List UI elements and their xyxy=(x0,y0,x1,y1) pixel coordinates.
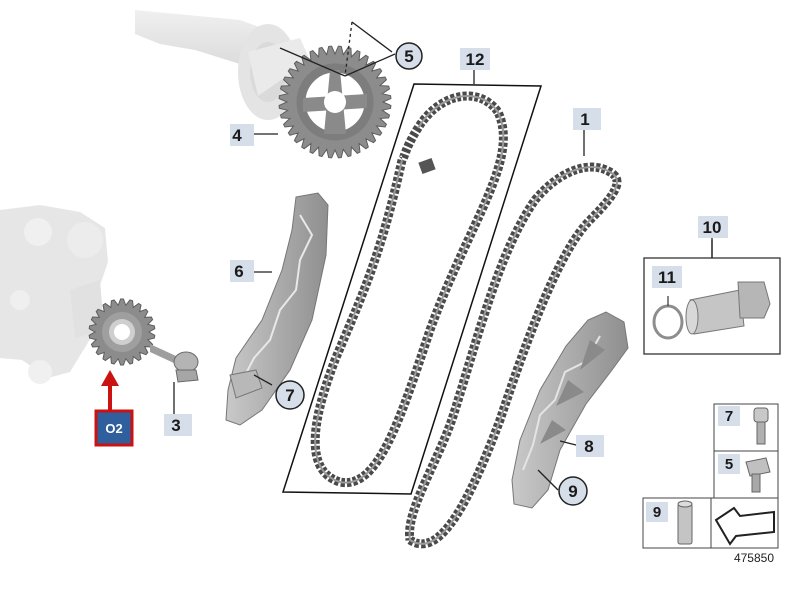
seal-ring-part-11 xyxy=(652,296,684,340)
callout-5[interactable]: 5 xyxy=(395,42,423,70)
callout-10-text: 10 xyxy=(703,218,722,237)
legend-label-7[interactable]: 7 xyxy=(718,406,740,426)
camshaft xyxy=(135,10,310,120)
highlight-tag[interactable]: O2 xyxy=(94,409,134,447)
chain-tensioner-part-10 xyxy=(685,281,771,335)
callout-8-text: 8 xyxy=(584,437,593,456)
legend-label-9[interactable]: 9 xyxy=(646,502,668,522)
legend-bolt-5 xyxy=(745,457,771,493)
camshaft-sprocket-part-4 xyxy=(278,45,392,159)
callout-7-text: 7 xyxy=(285,386,294,405)
leader-lines xyxy=(173,64,713,491)
callout-12-text: 12 xyxy=(466,50,485,69)
chain-kit-box-part-12 xyxy=(281,83,543,495)
callout-10[interactable]: 10 xyxy=(698,216,728,238)
leader-5 xyxy=(279,21,396,77)
guide-rail-part-6 xyxy=(225,192,329,426)
bolt-part-3 xyxy=(150,344,199,383)
crankshaft-sprocket xyxy=(88,298,156,366)
callout-6[interactable]: 6 xyxy=(230,260,254,282)
legend-bolt-7 xyxy=(753,407,769,445)
callout-12[interactable]: 12 xyxy=(460,48,490,70)
tensioner-rail-part-8 xyxy=(511,311,629,509)
callout-8[interactable]: 8 xyxy=(576,435,604,457)
legend-label-5-text: 5 xyxy=(725,456,733,473)
callout-5-text: 5 xyxy=(404,47,413,66)
callout-11[interactable]: 11 xyxy=(652,266,682,288)
callout-3[interactable]: 3 xyxy=(164,414,192,436)
callout-3-text: 3 xyxy=(171,416,180,435)
callout-7[interactable]: 7 xyxy=(275,380,305,410)
chain-part-12 xyxy=(310,91,508,488)
legend-label-7-text: 7 xyxy=(725,408,733,425)
callout-1[interactable]: 1 xyxy=(573,108,601,130)
legend-pin-9 xyxy=(677,500,693,545)
callout-11-text: 11 xyxy=(658,268,676,287)
callout-9[interactable]: 9 xyxy=(558,476,588,506)
highlight-arrow xyxy=(101,370,119,410)
legend-label-9-text: 9 xyxy=(653,504,661,521)
legend-label-5[interactable]: 5 xyxy=(718,454,740,474)
callout-9-text: 9 xyxy=(568,482,577,501)
legend-arrow-icon xyxy=(714,506,775,546)
callout-4[interactable]: 4 xyxy=(230,124,254,146)
callout-4-text: 4 xyxy=(232,126,242,145)
chain-part-1 xyxy=(405,162,622,549)
engine-block xyxy=(0,205,108,384)
callout-6-text: 6 xyxy=(234,262,243,281)
callout-1-text: 1 xyxy=(580,110,589,129)
diagram-number: 475850 xyxy=(734,551,774,565)
highlight-tag-text: O2 xyxy=(105,421,122,436)
